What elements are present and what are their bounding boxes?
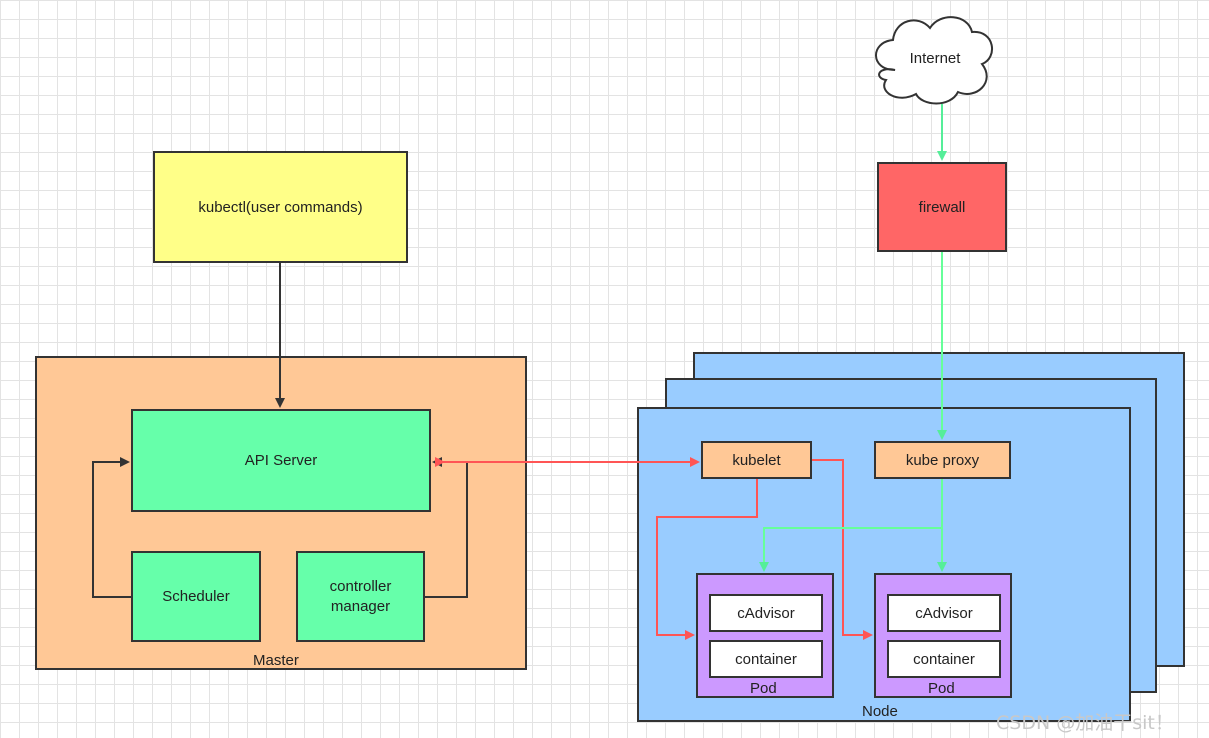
- pod-label: Pod: [750, 680, 777, 697]
- api-server-box: API Server: [131, 409, 431, 512]
- container-box: container: [709, 640, 823, 678]
- cadvisor-box: cAdvisor: [709, 594, 823, 632]
- scheduler-box: Scheduler: [131, 551, 261, 642]
- internet-label: Internet: [909, 50, 961, 67]
- cadvisor-box: cAdvisor: [887, 594, 1001, 632]
- kubectl-box: kubectl(user commands): [153, 151, 408, 263]
- master-box: [35, 356, 527, 670]
- container-box: container: [887, 640, 1001, 678]
- controller-manager-box: controller manager: [296, 551, 425, 642]
- watermark: CSDN @加油干sit！: [996, 712, 1174, 734]
- firewall-box: firewall: [877, 162, 1007, 252]
- kubelet-box: kubelet: [701, 441, 812, 479]
- master-label: Master: [253, 652, 299, 669]
- kube-proxy-box: kube proxy: [874, 441, 1011, 479]
- node-label: Node: [862, 703, 898, 720]
- pod-label: Pod: [928, 680, 955, 697]
